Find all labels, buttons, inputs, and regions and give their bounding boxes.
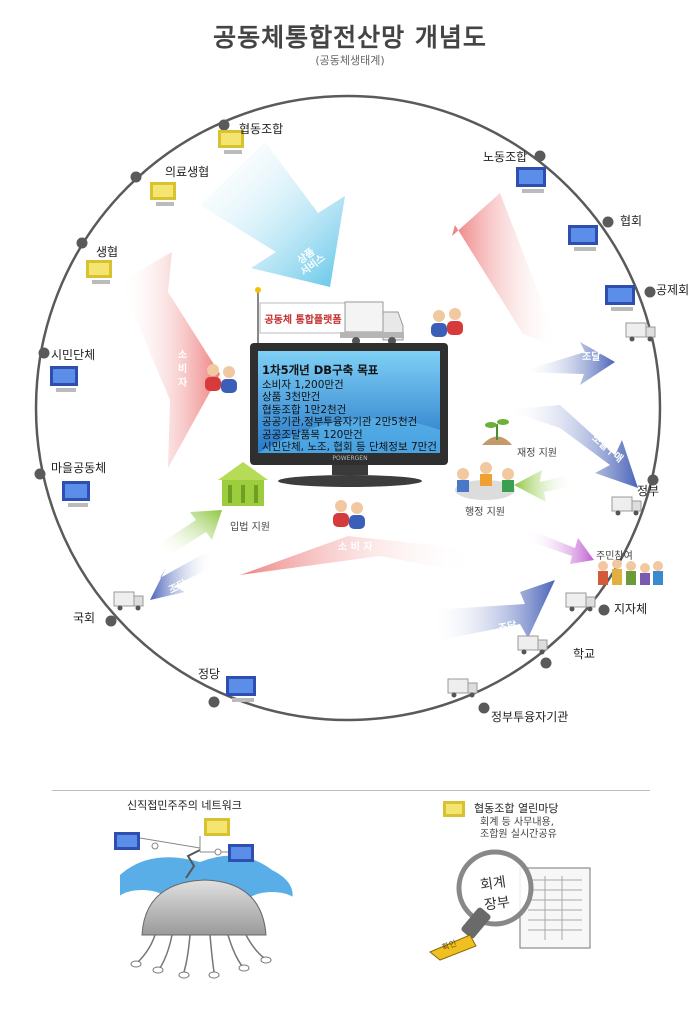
procure-left-arrow [150, 548, 214, 600]
dot-coop [218, 119, 230, 131]
arrow-label-procure-right: 조달 [582, 352, 601, 363]
open-ledger-illustration [429, 801, 591, 961]
monitor-icon-association [568, 225, 598, 251]
truck-icon-mutual-aid [625, 322, 656, 342]
ledger-word-2: 장부 [483, 894, 511, 914]
consumer-people-icon-left [205, 364, 237, 393]
monitor-line: 소비자 1,200만건 [262, 378, 344, 391]
ring-node-dots [34, 119, 659, 714]
db-target-monitor [250, 343, 448, 487]
arrow-label-consumer-bottom: 소 비 자 [338, 542, 373, 553]
truck-icon-school [517, 635, 548, 655]
consumer-people-icon-bottom [333, 500, 365, 529]
dot-village [34, 468, 46, 480]
page-title: 공동체통합전산망 개념도 [213, 23, 487, 52]
node-label-consumer-coop: 생협 [96, 245, 119, 259]
dot-government [647, 474, 659, 486]
dot-medical [130, 171, 142, 183]
monitor-heading: 1차5개년 DB구축 목표 [262, 363, 379, 377]
dot-school [540, 657, 552, 669]
node-label-association: 협회 [620, 214, 643, 228]
support-legislative-arrow [158, 510, 222, 555]
truck-icon-assembly [113, 591, 144, 611]
monitor-icon-consumer-coop [86, 260, 112, 284]
ecosystem-ring [34, 94, 662, 722]
monitor-icon-village [62, 481, 90, 507]
procure-gov-arrow [505, 405, 638, 488]
consumer-bottom-arrow [240, 536, 476, 575]
node-label-medical: 의료생협 [165, 165, 210, 179]
node-label-labor-union: 노동조합 [483, 150, 528, 164]
label-resident-participation: 주민참여 [596, 551, 633, 562]
label-financial-support: 재정 지원 [517, 448, 557, 459]
truck-icon-gov-invest [447, 678, 478, 698]
support-financial-arrow [514, 470, 574, 502]
consumer-people-icon-top [431, 308, 463, 337]
monitor-line: 시민단체, 노조, 협회 등 단체정보 7만건 [262, 441, 437, 453]
monitor-icon-mutual-aid [605, 285, 635, 311]
label-admin-support: 행정 지원 [465, 507, 505, 518]
node-label-coop: 협동조합 [239, 122, 284, 136]
platform-banner [255, 287, 346, 350]
open-ledger-desc-1: 회계 등 사무내용, [480, 817, 554, 828]
dot-gov-invest [478, 702, 490, 714]
platform-banner-label: 공동체 통합플랫폼 [264, 315, 342, 326]
arrow-label-procure-bottom: 조달 [497, 620, 518, 635]
goods-service-arrow [200, 142, 345, 287]
node-label-assembly: 국회 [73, 611, 96, 625]
monitor-line: 공공조달품목 120만건 [262, 428, 363, 441]
truck-icon-local-gov [565, 592, 596, 612]
node-label-civic: 시민단체 [51, 348, 96, 362]
resident-arrow [526, 530, 594, 564]
node-label-gov-invest: 정부투융자기관 [491, 710, 569, 724]
dot-assembly [105, 615, 117, 627]
truck-icon-government [611, 496, 642, 516]
network-title: 신직접민주주의 네트워크 [127, 799, 242, 812]
monitor-icon-civic [50, 366, 78, 392]
network-illustration [114, 818, 298, 979]
node-label-mutual-aid: 공제회 [656, 283, 690, 297]
monitor-icon-coop [218, 130, 244, 154]
monitor-screen-text: 1차5개년 DB구축 목표 소비자 1,200만건 상품 3천만건 협동조합 1… [262, 364, 442, 454]
delivery-truck-icon [340, 301, 404, 345]
arrow-label-consumer-left: 소비자 [178, 350, 188, 389]
monitor-line: 협동조합 1만2천건 [262, 403, 347, 416]
node-label-local-gov: 지자체 [614, 602, 648, 616]
dot-labor-union [534, 150, 546, 162]
dot-civic [38, 347, 50, 359]
monitor-line: 상품 3천만건 [262, 391, 321, 403]
section-divider [52, 790, 650, 791]
open-ledger-desc-2: 조합원 실시간공유 [480, 829, 557, 840]
consumer-right-arrow [452, 193, 560, 348]
node-label-school: 학교 [573, 647, 596, 661]
node-label-village: 마을공동체 [51, 461, 107, 475]
monitor-icon-labor-union [516, 167, 546, 193]
consumer-left-arrow [120, 252, 220, 468]
resident-group-icon [598, 559, 663, 585]
node-label-government: 정부 [637, 484, 660, 498]
node-label-party: 정당 [198, 667, 221, 681]
admin-meeting-icon [455, 462, 515, 500]
monitor-icon-medical [150, 182, 176, 206]
procure-bottom-arrow [430, 580, 555, 640]
dot-mutual-aid [644, 286, 656, 298]
legislative-building-icon [218, 462, 268, 506]
page-subtitle: (공동체생태계) [315, 54, 385, 67]
dot-consumer-coop [76, 237, 88, 249]
monitor-line: 공공기관,정부투융자기관 2만5천건 [262, 416, 418, 428]
procure-right-arrow [520, 342, 615, 385]
dot-local-gov [598, 604, 610, 616]
label-legislative-support: 입법 지원 [230, 522, 270, 533]
monitor-icon-party [226, 676, 256, 702]
dot-party [208, 696, 220, 708]
open-ledger-title: 협동조합 열린마당 [474, 802, 559, 815]
monitor-brand: POWERGEN [332, 455, 368, 462]
plant-hand-icon [482, 419, 512, 445]
dot-association [602, 216, 614, 228]
